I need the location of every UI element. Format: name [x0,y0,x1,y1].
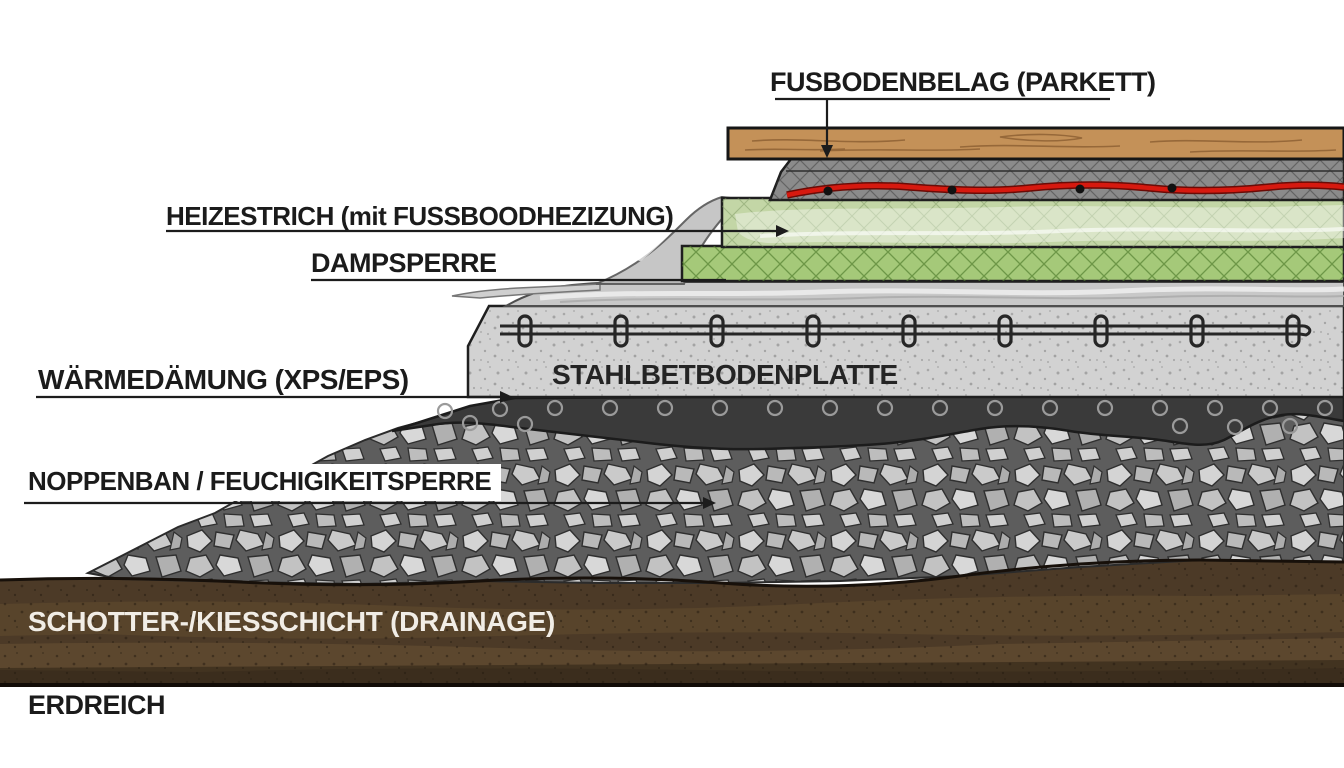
label-soil: ERDREICH [28,690,166,720]
wood-grain [744,133,1337,153]
leader-arrowheads [500,145,833,509]
membrane-dimples [436,399,1334,436]
label-vapor-barrier: DAMPSPERRE [311,248,497,278]
label-drainage-gravel: SCHOTTER-/KIESSCHICHT (DRAINAGE) [28,606,556,637]
layer-concrete-slab [466,304,1344,399]
label-dimple-membrane: NOPPENBAN / FEUCHIGIKEITSPERRE [22,464,502,501]
layer-wood-parkett [726,126,1344,161]
layer-separating-foil [451,195,1344,307]
layer-insulation-bright [680,244,1344,283]
arrow-heating [776,225,789,237]
label-flooring: FUSBODENBELAG (PARKETT) [770,67,1156,97]
layer-heating-screed [768,157,1344,202]
label-concrete-slab: STAHLBETBODENPLATTE [552,359,898,390]
layer-dimple-membrane [391,394,1344,451]
heating-pipe [786,182,1344,198]
soil-boundary-line [0,558,1344,588]
label-heating-screed: HEIZESTRICH (mit FUSSBOODHEZIZUNG) [166,201,674,231]
rebar [500,314,1312,348]
label-insulation: WÄRMEDÄMUNG (XPS/EPS) [38,364,409,395]
arrow-flooring [821,145,833,158]
arrow-membrane [703,497,716,509]
arrow-insulation [500,391,513,403]
layer-insulation-foiled [720,196,1344,249]
leader-lines [24,97,1110,505]
